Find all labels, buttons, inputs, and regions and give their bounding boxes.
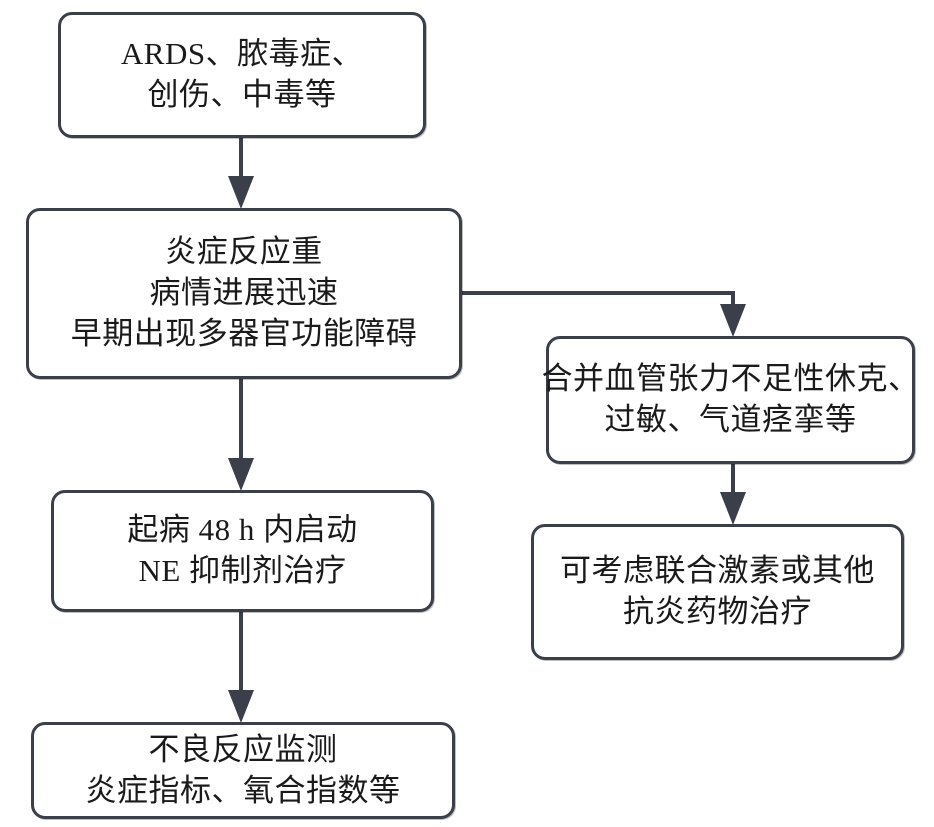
steroid-line-1: 可考虑联合激素或其他 — [560, 553, 875, 589]
severity-line-3: 早期出现多器官功能障碍 — [70, 315, 418, 351]
monitoring-node[interactable]: 不良反应监测 炎症指标、氧合指数等 — [31, 722, 455, 819]
arrow-severity-to-ne — [228, 379, 254, 491]
severity-node[interactable]: 炎症反应重 病情进展迅速 早期出现多器官功能障碍 — [26, 208, 462, 379]
shock-line-2: 过敏、气道痉挛等 — [604, 402, 857, 437]
steroid-line-2: 抗炎药物治疗 — [623, 594, 812, 629]
arrow-ne-to-monitor — [228, 612, 254, 723]
monitor-line-1: 不良反应监测 — [148, 731, 338, 767]
vasoplegic-shock-node[interactable]: 合并血管张力不足性休克、 过敏、气道痉挛等 — [542, 336, 919, 464]
etiology-line-2: 创伤、中毒等 — [147, 77, 337, 112]
ne-inhibitor-node[interactable]: 起病 48 h 内启动 NE 抑制剂治疗 — [51, 490, 434, 612]
ne-line-1: 起病 48 h 内启动 — [127, 512, 358, 548]
monitor-line-2: 炎症指标、氧合指数等 — [85, 772, 401, 808]
etiology-node[interactable]: ARDS、脓毒症、 创伤、中毒等 — [58, 12, 426, 138]
ne-line-2: NE 抑制剂治疗 — [138, 553, 347, 588]
arrow-shock-to-steroid — [720, 464, 746, 525]
severity-line-2: 病情进展迅速 — [149, 275, 339, 311]
arrow-etiology-to-severity — [228, 138, 254, 209]
etiology-line-1: ARDS、脓毒症、 — [120, 36, 364, 72]
steroid-therapy-node[interactable]: 可考虑联合激素或其他 抗炎药物治疗 — [531, 524, 904, 660]
shock-line-1: 合并血管张力不足性休克、 — [541, 361, 920, 397]
arrow-severity-to-shock — [462, 291, 746, 337]
severity-line-1: 炎症反应重 — [165, 234, 323, 270]
